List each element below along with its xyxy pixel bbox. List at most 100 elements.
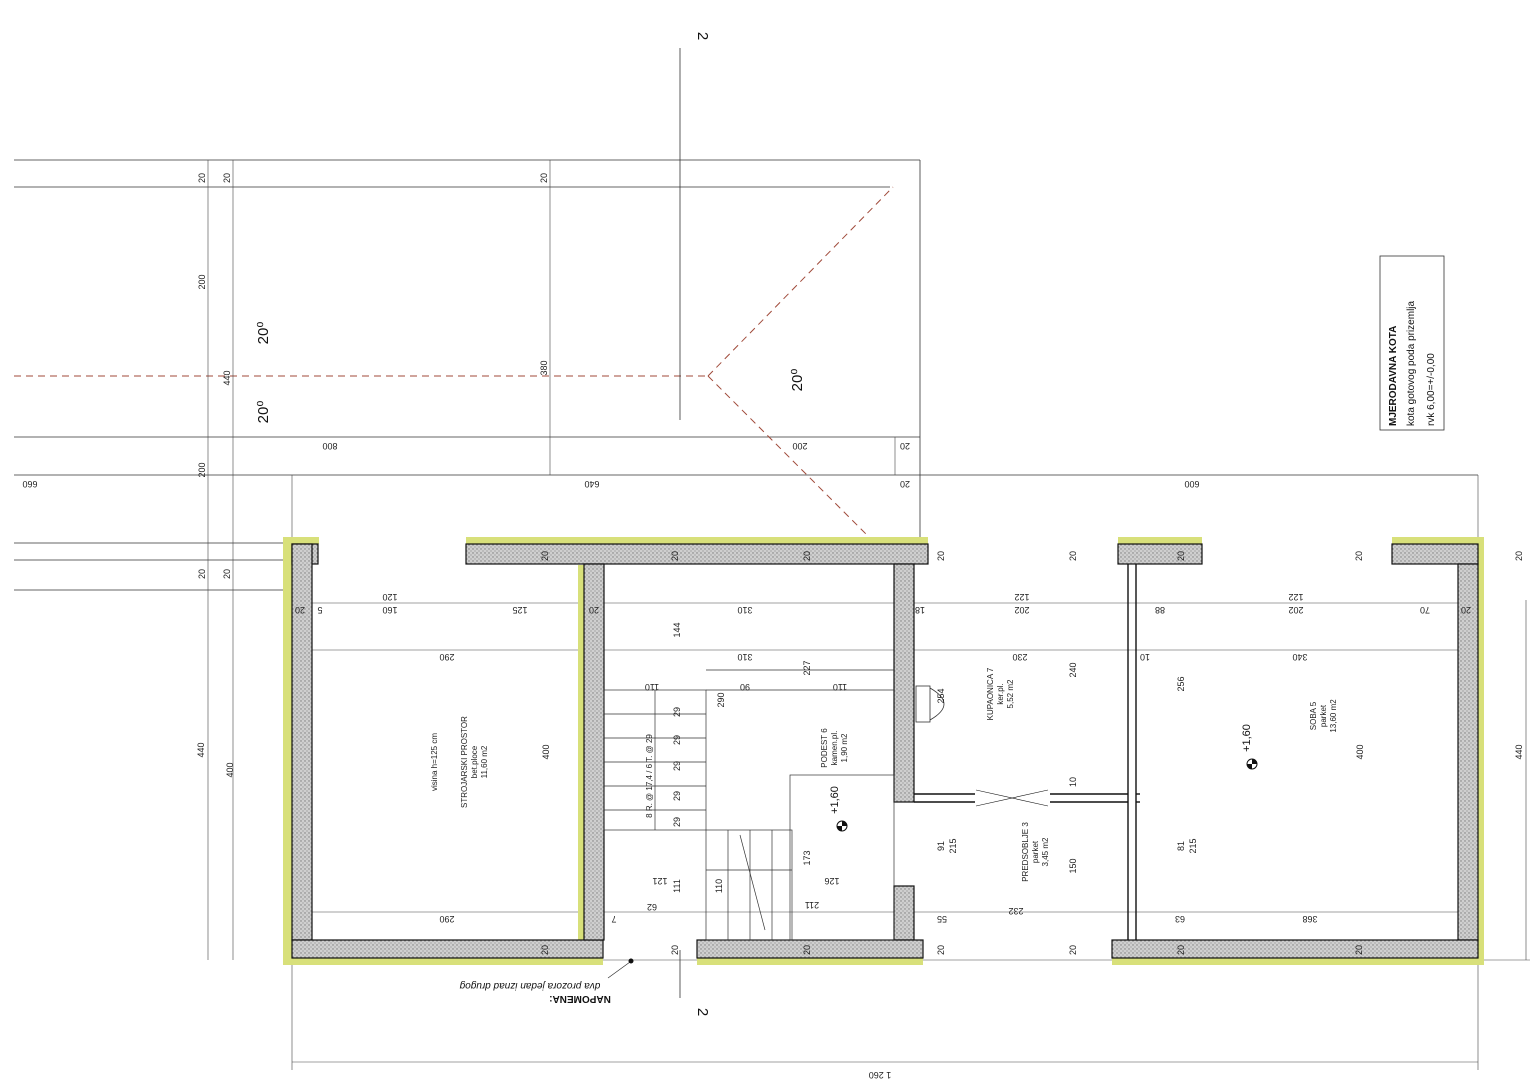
exterior-insulation: [283, 537, 1484, 965]
dim-label: 400: [1355, 744, 1365, 759]
dim-label: 20: [1068, 945, 1078, 955]
dim-label: 144: [672, 622, 682, 637]
dim-label: 368: [1302, 914, 1317, 924]
room-name: PODEST 6: [820, 728, 829, 768]
mjerodavna-kota-line2: rvk 6,00=+/-0,00: [1426, 353, 1437, 426]
room-finish: bet.ploce: [470, 745, 479, 778]
dim-label: 20: [670, 945, 680, 955]
dim-label: 227: [802, 660, 812, 675]
dim-label: 215: [1188, 838, 1198, 853]
roof-ridge-lines: [14, 186, 894, 539]
dim-label: 200: [197, 462, 207, 477]
room-area: 13,60 m2: [1329, 699, 1338, 733]
room-label-kupaonica: KUPAONICA 7 ker.pl. 5,52 m2: [986, 667, 1015, 720]
dim-label: 20: [1176, 551, 1186, 561]
dim-label: 290: [439, 914, 454, 924]
napomena-title: NAPOMENA:: [549, 993, 611, 1004]
dim-label: 1 260: [869, 1070, 892, 1080]
roof-slope-label: 20⁰: [255, 401, 272, 424]
dim-label: 20: [1068, 551, 1078, 561]
section-marker-top: 2: [694, 32, 711, 40]
dim-label: 380: [539, 360, 549, 375]
roof-outline: [14, 159, 1478, 591]
room-finish: parket: [1319, 704, 1328, 727]
dim-label: 20: [900, 479, 910, 489]
dim-label: 20: [295, 605, 305, 615]
room-area: 5,52 m2: [1006, 679, 1015, 708]
dim-label: 200: [197, 274, 207, 289]
dim-label: 7: [611, 914, 616, 924]
stairs-label: 8 R. @ 17,4 / 6 T. @ 29: [645, 734, 654, 818]
dim-label: 600: [1184, 479, 1199, 489]
dim-label: 200: [792, 441, 807, 451]
dim-label: 215: [948, 838, 958, 853]
dim-label: 29: [672, 791, 682, 801]
dim-label: 90: [740, 682, 750, 692]
room-name: STROJARSKI PROSTOR: [460, 716, 469, 808]
dim-label: 5: [317, 605, 322, 615]
dim-label: 310: [737, 652, 752, 662]
dim-label: 254: [936, 688, 946, 703]
room-finish: parket: [1031, 840, 1040, 863]
roof-slope-label: 20⁰: [255, 322, 272, 345]
dim-label: 29: [672, 707, 682, 717]
dim-label: 800: [322, 441, 337, 451]
dim-label: 122: [1288, 592, 1303, 602]
dim-label: 29: [672, 735, 682, 745]
dim-label: 20: [539, 173, 549, 183]
dim-label: 340: [1292, 652, 1307, 662]
dim-label: 122: [1014, 592, 1029, 602]
interior-walls: [914, 564, 1140, 940]
dim-label: 20: [1354, 551, 1364, 561]
dim-label: 20: [670, 551, 680, 561]
dim-label: 110: [833, 682, 847, 692]
level-marker-soba: [1246, 758, 1258, 770]
interior-dimensions: 20 5 160 120 125 20 310 18 202 122 88 20…: [196, 551, 1524, 1080]
dim-label: 20: [197, 569, 207, 579]
dim-label: 20: [540, 551, 550, 561]
dim-label: 150: [1068, 858, 1078, 873]
dim-label: 400: [225, 762, 235, 777]
level-label-soba: +1,60: [1241, 724, 1253, 752]
dim-label: 310: [737, 605, 752, 615]
dim-label: 111: [672, 879, 682, 893]
dim-label: 232: [1008, 906, 1023, 916]
room-finish: ker.pl.: [996, 683, 1005, 704]
dim-label: 20: [1461, 605, 1471, 615]
room-finish: kamen.pl.: [830, 731, 839, 766]
room-area: 11,60 m2: [480, 745, 489, 778]
dimension-lines: [207, 160, 1530, 1070]
dim-label: 110: [714, 879, 724, 893]
dim-label: 400: [541, 744, 551, 759]
room-name: SOBA 5: [1309, 701, 1318, 730]
napomena-note: NAPOMENA: dva prozora jedan iznad drugog: [459, 958, 634, 1004]
room-area: 3,45 m2: [1041, 837, 1050, 866]
dim-label: 29: [672, 817, 682, 827]
dim-label: 20: [936, 945, 946, 955]
dim-label: 440: [1514, 744, 1524, 759]
dim-label: 211: [805, 900, 819, 910]
dim-label: 20: [802, 551, 812, 561]
dim-label: 29: [672, 761, 682, 771]
room-label-strojarski: visina h=125 cm STROJARSKI PROSTOR bet.p…: [430, 716, 489, 808]
dim-label: 20: [1176, 945, 1186, 955]
dim-label: 640: [584, 479, 599, 489]
dim-label: 440: [196, 742, 206, 757]
dim-label: 440: [222, 370, 232, 385]
staircase: [603, 669, 895, 941]
dim-label: 20: [1514, 551, 1524, 561]
dim-label: 62: [647, 902, 657, 912]
room-name: KUPAONICA 7: [986, 667, 995, 720]
dim-label: 290: [439, 652, 454, 662]
dim-label: 20: [197, 173, 207, 183]
dim-label: 18: [915, 605, 925, 615]
dim-label: 110: [645, 682, 659, 692]
dim-label: 20: [1354, 945, 1364, 955]
room-height: visina h=125 cm: [430, 733, 439, 791]
walls: [291, 543, 1479, 959]
dim-label: 126: [824, 876, 839, 886]
dim-label: 70: [1420, 605, 1430, 615]
dim-label: 160: [382, 605, 397, 615]
room-label-soba: SOBA 5 parket 13,60 m2: [1309, 699, 1338, 733]
